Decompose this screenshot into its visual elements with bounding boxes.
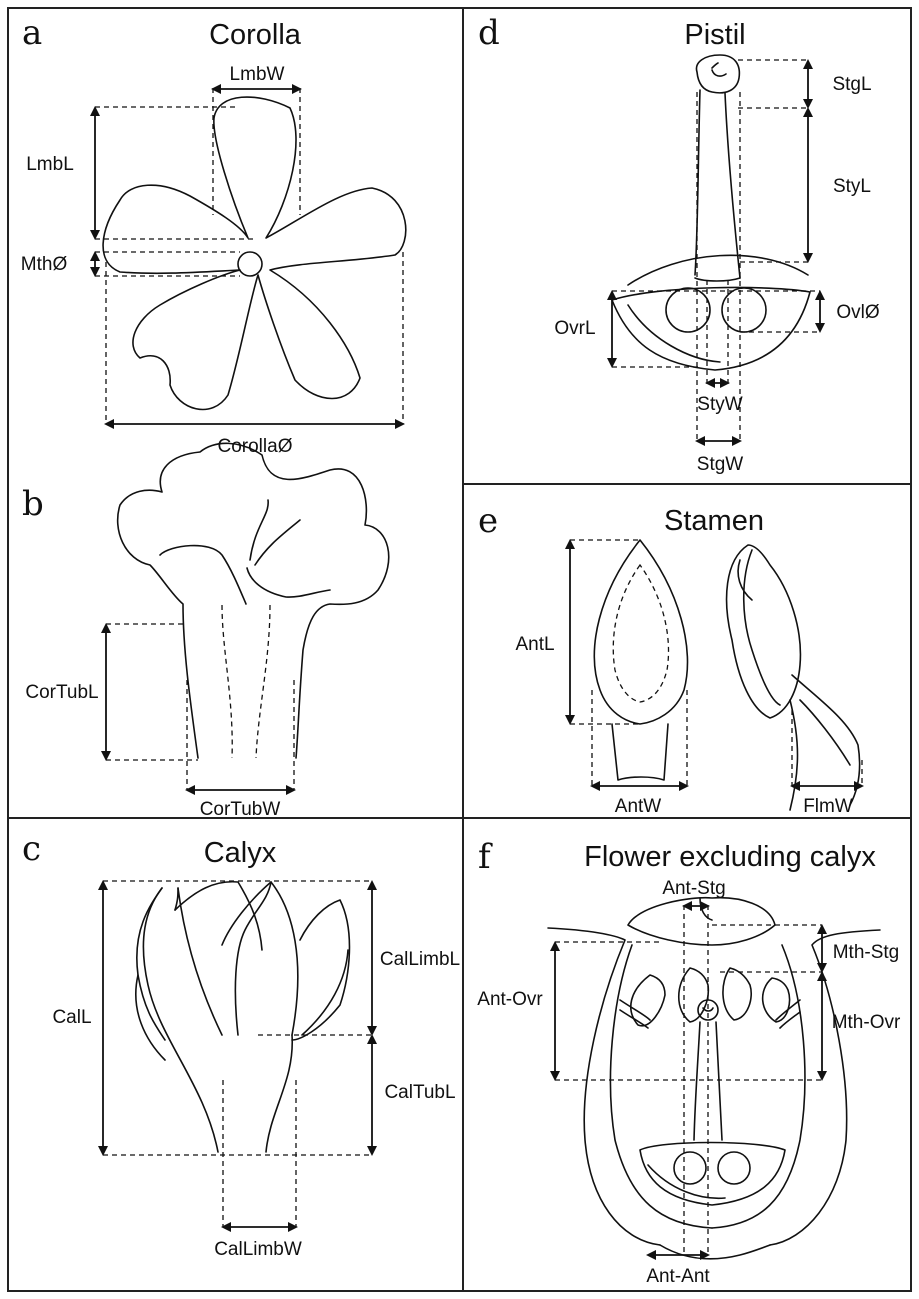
label-mth-stg: Mth-Stg bbox=[833, 942, 900, 963]
label-lmbl: LmbL bbox=[26, 154, 74, 175]
label-lmbw: LmbW bbox=[230, 64, 285, 85]
panel-pistil: d Pistil StgL StyL OvrL OvlØ StyW bbox=[478, 13, 880, 475]
corolla-side-outline bbox=[118, 443, 389, 758]
frame-c bbox=[8, 818, 463, 1291]
panel-stamen: e Stamen AntL AntW FlmW bbox=[478, 501, 862, 817]
ovule-left bbox=[666, 288, 710, 332]
anther-front bbox=[594, 540, 687, 724]
panel-title-calyx: Calyx bbox=[204, 837, 277, 869]
panel-title-corolla: Corolla bbox=[209, 19, 302, 51]
label-call: CalL bbox=[52, 1007, 91, 1028]
panel-letter-a: a bbox=[22, 13, 42, 53]
label-callimbw: CalLimbW bbox=[214, 1239, 302, 1260]
filament-side-left bbox=[790, 700, 798, 810]
corolla-mouth bbox=[238, 252, 262, 276]
panel-frames bbox=[8, 8, 911, 1291]
panel-title-stamen: Stamen bbox=[664, 505, 764, 537]
label-callimbl: CalLimbL bbox=[380, 949, 460, 970]
panel-letter-b: b bbox=[22, 484, 44, 524]
label-ant-ant: Ant-Ant bbox=[646, 1266, 710, 1287]
panel-title-pistil: Pistil bbox=[684, 19, 745, 51]
label-mth-ovr: Mth-Ovr bbox=[832, 1012, 901, 1033]
panel-letter-f: f bbox=[478, 837, 493, 877]
stigma bbox=[697, 55, 740, 93]
label-corolla-diameter: CorollaØ bbox=[218, 436, 293, 457]
label-antw: AntW bbox=[615, 796, 662, 817]
panel-title-flower: Flower excluding calyx bbox=[584, 841, 876, 873]
panel-flower-excluding-calyx: f Flower excluding calyx bbox=[477, 837, 901, 1287]
label-ovrl: OvrL bbox=[554, 318, 595, 339]
filament-front bbox=[612, 724, 668, 780]
panel-corolla: a Corolla LmbW LmbL MthØ CorollaØ bbox=[21, 13, 406, 457]
label-ant-stg: Ant-Stg bbox=[662, 878, 725, 899]
panel-letter-c: c bbox=[22, 829, 41, 869]
style-right bbox=[725, 93, 740, 278]
label-stgl: StgL bbox=[832, 74, 871, 95]
label-stgw: StgW bbox=[697, 454, 744, 475]
label-mth-diameter: MthØ bbox=[21, 254, 68, 275]
panel-calyx: c Calyx CalL CalLimbL CalTubL CalLimbW bbox=[22, 829, 460, 1260]
panel-corolla-tube: b CorTubL CorTubW bbox=[22, 443, 389, 820]
label-styw: StyW bbox=[697, 394, 742, 415]
label-ant-ovr: Ant-Ovr bbox=[477, 989, 543, 1010]
label-antl: AntL bbox=[515, 634, 554, 655]
panel-letter-e: e bbox=[478, 501, 498, 541]
label-caltubl: CalTubL bbox=[384, 1082, 455, 1103]
ovary-outline bbox=[612, 287, 810, 370]
label-ovl-diameter: OvlØ bbox=[836, 302, 880, 323]
label-cortubl: CorTubL bbox=[25, 682, 98, 703]
label-styl: StyL bbox=[833, 176, 871, 197]
label-cortubw: CorTubW bbox=[200, 799, 281, 820]
label-flmw: FlmW bbox=[803, 796, 853, 817]
panel-letter-d: d bbox=[478, 13, 500, 53]
